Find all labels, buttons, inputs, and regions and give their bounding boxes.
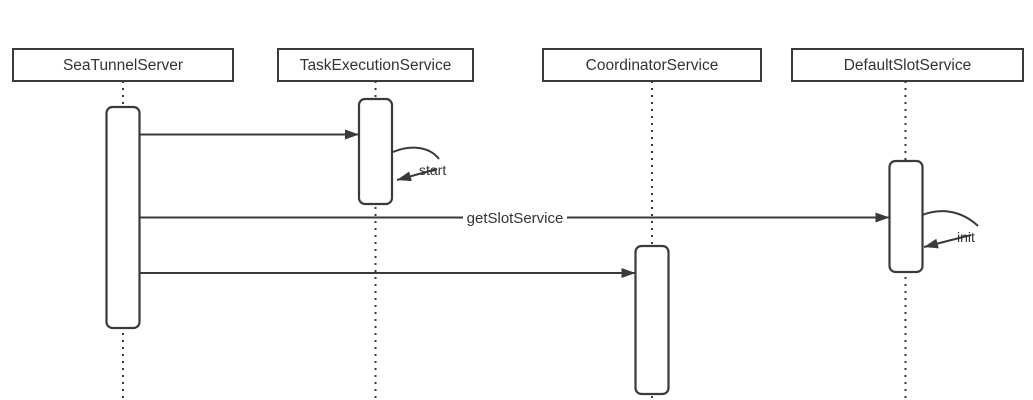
participant-label-taskexecutionservice: TaskExecutionService	[300, 57, 452, 74]
self-message-start: start	[392, 146, 446, 182]
participant-taskexecutionservice: TaskExecutionService	[277, 48, 474, 82]
participant-seatunnelserver: SeaTunnelServer	[12, 48, 234, 82]
self-message-start-label: start	[419, 162, 446, 178]
participant-box-coordinatorservice	[542, 48, 762, 82]
self-message-init-label: init	[957, 229, 975, 245]
self-message-init-arrow	[923, 234, 972, 249]
self-message-start-arc	[392, 146, 440, 160]
self-message-start-arrow	[396, 168, 438, 182]
activation-taskexecutionservice	[357, 97, 394, 206]
message-getslotservice: getSlotService	[140, 207, 890, 227]
participant-coordinatorservice: CoordinatorService	[542, 48, 762, 82]
participant-label-seatunnelserver: SeaTunnelServer	[63, 57, 183, 74]
message-label-getslotservice: getSlotService	[467, 210, 564, 227]
participant-box-seatunnelserver	[12, 48, 234, 82]
activation-coordinatorservice	[634, 244, 670, 396]
message-label-mask	[463, 207, 567, 227]
participant-box-taskexecutionservice	[277, 48, 474, 82]
participant-label-coordinatorservice: CoordinatorService	[586, 57, 719, 74]
activation-defaultslotservice	[888, 159, 924, 274]
self-message-init: init	[922, 210, 979, 249]
participant-box-defaultslotservice	[791, 48, 1024, 82]
participant-defaultslotservice: DefaultSlotService	[791, 48, 1024, 82]
participant-label-defaultslotservice: DefaultSlotService	[844, 57, 972, 74]
activation-seatunnelserver	[105, 105, 141, 330]
self-message-init-arc	[922, 210, 979, 227]
